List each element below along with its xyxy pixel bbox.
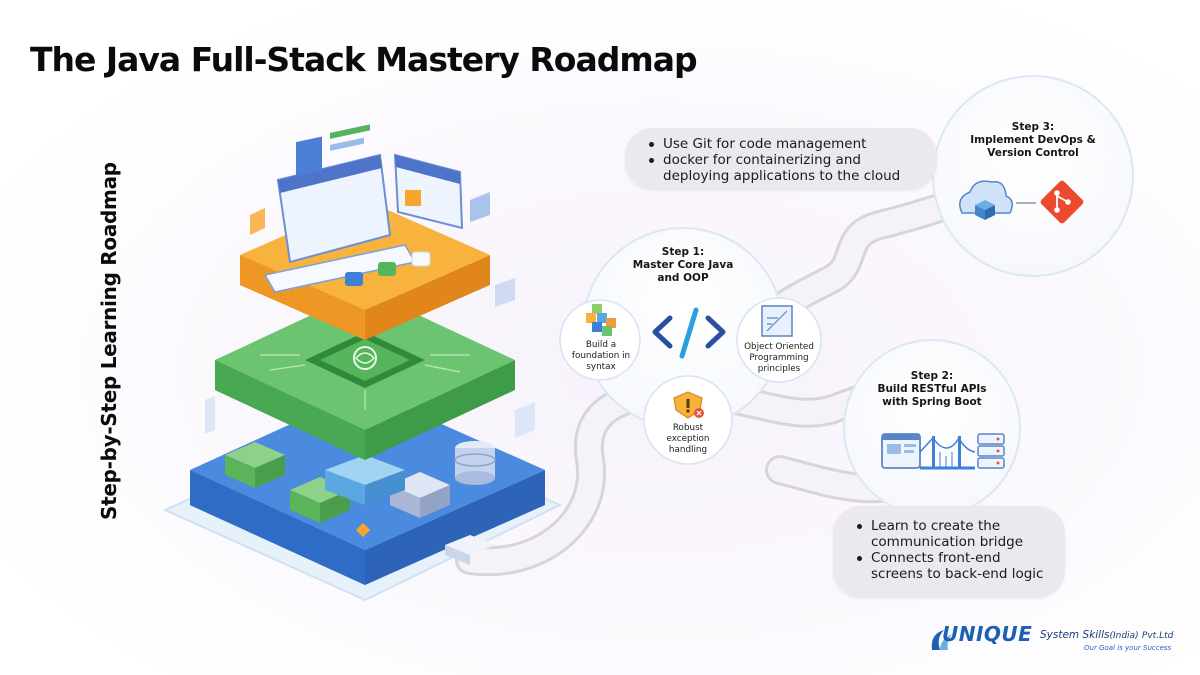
blocks-icon — [586, 304, 616, 336]
server-rack-icon — [977, 433, 1005, 469]
brand-subtitle: System Skills(India) Pvt.Ltd — [1040, 629, 1174, 641]
code-brackets-icon — [652, 307, 726, 359]
step1-group — [559, 227, 822, 465]
frontend-layer — [240, 124, 490, 340]
brand-tagline: Our Goal is your Success — [1084, 644, 1172, 652]
browser-icon — [881, 433, 921, 469]
devops-note-item: Use Git for code management — [645, 136, 925, 152]
backend-layer — [190, 390, 545, 585]
step1-exception-label: Robust exception handling — [666, 423, 710, 455]
brand-swoosh-icon — [931, 630, 952, 650]
git-icon — [1040, 180, 1084, 224]
step1-title: Step 1: Master Core Java and OOP — [632, 246, 734, 284]
brand-name: UNIQUE — [942, 622, 1033, 646]
logic-layer — [215, 290, 515, 460]
step1-syntax-label: Build a foundation in syntax — [571, 340, 631, 372]
bridge-icon — [919, 436, 976, 470]
brand-logo: UNIQUE System Skills(India) Pvt.Ltd Our … — [928, 620, 1184, 660]
cloud-container-icon — [959, 180, 1013, 220]
step1-oop-label: Object Oriented Programming principles — [744, 342, 814, 374]
page-title: The Java Full-Stack Mastery Roadmap — [30, 40, 698, 79]
tech-stack-illustration — [162, 124, 563, 602]
step3-title: Step 3: Implement DevOps & Version Contr… — [970, 121, 1096, 159]
devops-note: Use Git for code management docker for c… — [625, 128, 937, 190]
step2-group — [843, 339, 1021, 517]
step3-group — [932, 75, 1134, 277]
blueprint-icon — [761, 305, 793, 337]
step2-title: Step 2: Build RESTful APIs with Spring B… — [877, 370, 987, 408]
warning-shield-icon — [673, 391, 704, 419]
